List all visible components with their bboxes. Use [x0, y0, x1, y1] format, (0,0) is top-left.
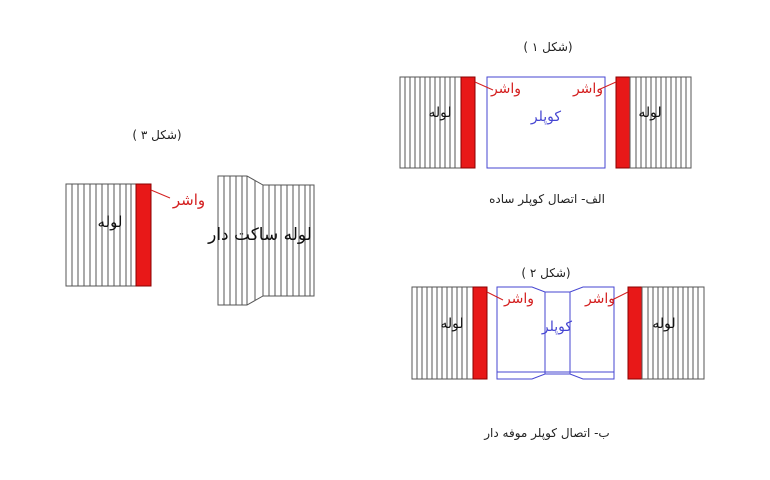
fig1-washer-left-label: واشر: [490, 81, 521, 97]
fig3-socket-pipe: [217, 175, 315, 306]
fig3-pipe: [65, 183, 137, 287]
fig2-washer-left-leader: [486, 291, 504, 301]
fig2-pipe-left-label: لوله: [440, 316, 463, 332]
fig3-pipe-label: لوله: [98, 213, 123, 231]
fig1-left-washer: [460, 76, 476, 169]
fig2-washer-right-leader: [611, 291, 629, 301]
fig2-pipe-right-label: لوله: [652, 316, 675, 332]
fig1-right-washer: [615, 76, 631, 169]
fig2-right-pipe: [641, 286, 705, 380]
fig3-socket-pipe-label: لوله ساکت دار: [207, 225, 312, 245]
fig1-right-pipe: [629, 76, 692, 169]
fig1-coupler-label: کوپلر: [530, 109, 561, 125]
fig1-coupler: [486, 76, 606, 169]
fig1-title: (شکل ۱ ): [523, 40, 572, 54]
fig2-caption: ب- اتصال کوپلر موفه دار: [483, 426, 609, 441]
fig3-washer-label: واشر: [172, 191, 205, 209]
fig1-left-pipe: [399, 76, 462, 169]
fig3-washer: [135, 183, 152, 287]
fig1-washer-right-leader: [597, 81, 617, 91]
fig2-title: (شکل ۲ ): [521, 266, 570, 280]
fig2-washer-left-label: واشر: [503, 291, 534, 307]
fig1-caption: الف- اتصال کوپلر ساده: [489, 192, 605, 207]
fig3-washer-leader: [150, 189, 171, 199]
fig2-left-washer: [472, 286, 488, 380]
fig1-pipe-left-label: لوله: [428, 105, 451, 121]
fig1-pipe-right-label: لوله: [638, 105, 661, 121]
fig2-left-pipe: [411, 286, 474, 380]
fig1-washer-left-leader: [474, 81, 494, 91]
fig2-coupler-label: کوپلر: [541, 319, 572, 335]
fig2-right-washer: [627, 286, 643, 380]
fig3-title: (شکل ۳ ): [132, 128, 181, 142]
fig1-washer-right-label: واشر: [572, 81, 603, 97]
fig2-washer-right-label: واشر: [584, 291, 615, 307]
